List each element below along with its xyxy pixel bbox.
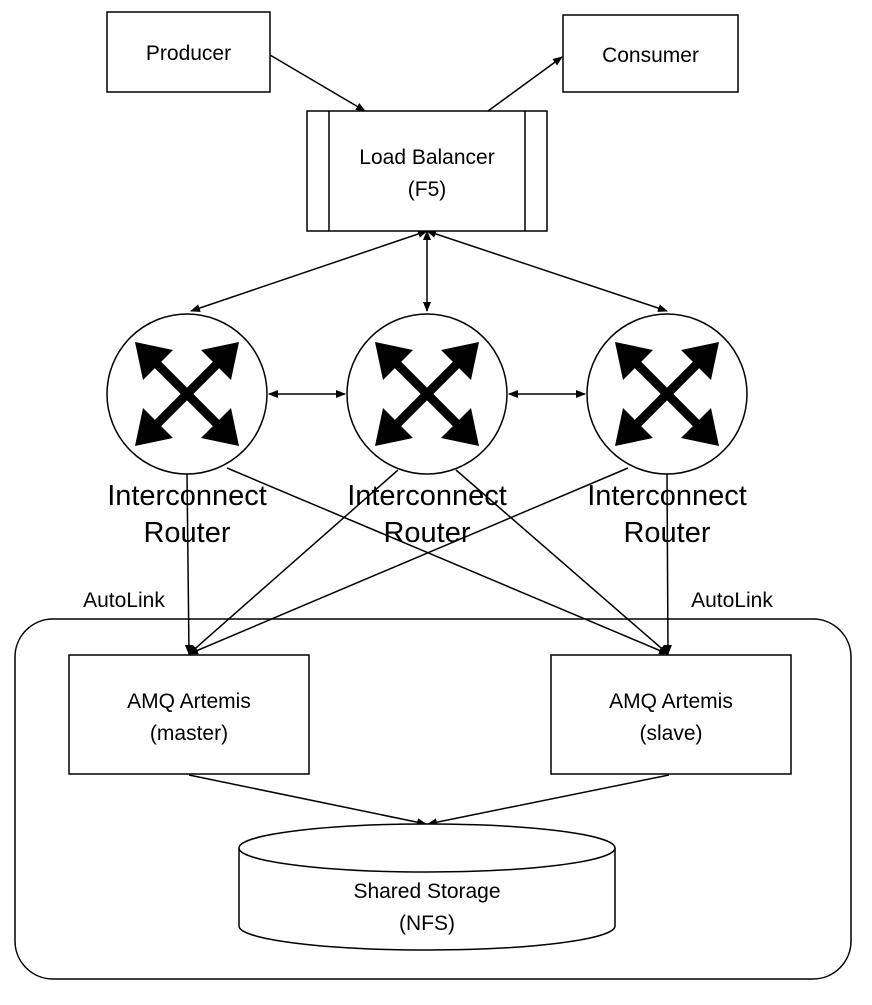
edge-lb-router-1 bbox=[190, 230, 428, 312]
amq-slave-node: AMQ Artemis (slave) bbox=[550, 654, 792, 775]
load-balancer-label-line2: (F5) bbox=[408, 178, 447, 201]
edge-router-3-slave bbox=[663, 473, 672, 655]
edge-master-storage bbox=[188, 774, 427, 827]
producer-node: Producer bbox=[106, 11, 271, 93]
amq-master-label-line1: AMQ Artemis bbox=[127, 690, 251, 713]
amq-master-node: AMQ Artemis (master) bbox=[68, 654, 310, 775]
router-2-label-line1: Interconnect bbox=[347, 480, 507, 512]
router-icon bbox=[135, 342, 239, 446]
autolink-label-left: AutoLink bbox=[83, 589, 165, 612]
producer-label: Producer bbox=[146, 42, 231, 65]
load-balancer-node: Load Balancer (F5) bbox=[306, 110, 548, 232]
shared-storage-label-line2: (NFS) bbox=[399, 912, 455, 935]
router-1-label-line2: Router bbox=[143, 517, 230, 549]
edge-slave-storage bbox=[427, 774, 670, 827]
load-balancer-label-line1: Load Balancer bbox=[359, 146, 494, 169]
consumer-label: Consumer bbox=[602, 44, 699, 67]
router-2-label-line2: Router bbox=[383, 517, 470, 549]
amq-slave-label-line2: (slave) bbox=[639, 722, 702, 745]
edge-lb-router-3 bbox=[426, 230, 668, 312]
edge-router-2-slave bbox=[455, 469, 669, 655]
router-node-2: Interconnect Router bbox=[346, 313, 508, 549]
edge-router-1-master bbox=[184, 473, 193, 655]
edge-lb-consumer bbox=[487, 56, 563, 112]
edge-router-3-master bbox=[188, 467, 629, 655]
router-icon bbox=[615, 342, 719, 446]
router-1-label-line1: Interconnect bbox=[107, 480, 267, 512]
shared-storage-node: Shared Storage (NFS) bbox=[238, 823, 616, 951]
amq-slave-label-line1: AMQ Artemis bbox=[609, 690, 733, 713]
amq-master-label-line2: (master) bbox=[150, 722, 228, 745]
autolink-label-right: AutoLink bbox=[691, 589, 773, 612]
edge-producer-lb bbox=[269, 54, 366, 112]
router-node-3: Interconnect Router bbox=[586, 313, 748, 549]
router-icon bbox=[375, 342, 479, 446]
router-3-label-line2: Router bbox=[623, 517, 710, 549]
connectors bbox=[184, 54, 672, 827]
edge-router-1-slave bbox=[226, 467, 669, 655]
router-3-label-line1: Interconnect bbox=[587, 480, 747, 512]
router-node-1: Interconnect Router bbox=[106, 313, 268, 549]
shared-storage-label-line1: Shared Storage bbox=[353, 880, 500, 903]
consumer-node: Consumer bbox=[562, 14, 739, 93]
edge-router-2-master bbox=[188, 469, 399, 655]
